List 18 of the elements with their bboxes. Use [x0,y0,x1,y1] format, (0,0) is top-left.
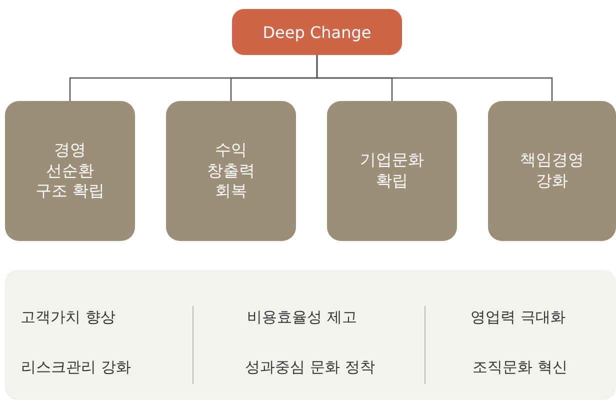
item-text: 조직문화 혁신 [472,358,568,377]
category-box [5,101,135,241]
category-box [327,101,457,241]
category-label: 수익 창출력 회복 [206,140,256,202]
title-text: Deep Change [262,22,372,42]
category-box [488,101,616,241]
category-label: 책임경영 강화 [519,150,585,192]
category-label: 기업문화 확립 [359,150,425,192]
item-text: 리스크관리 강화 [21,358,131,377]
connector-line [316,55,553,101]
item-text: 비용효율성 제고 [247,308,357,327]
item-text: 성과중심 문화 정착 [245,358,375,377]
title-box [232,9,402,55]
category-box [166,101,296,241]
item-text: 고객가치 향상 [20,308,116,327]
category-label: 경영 선순환 구조 확립 [34,140,106,202]
item-text: 영업력 극대화 [470,308,566,327]
panel-background [5,270,616,400]
